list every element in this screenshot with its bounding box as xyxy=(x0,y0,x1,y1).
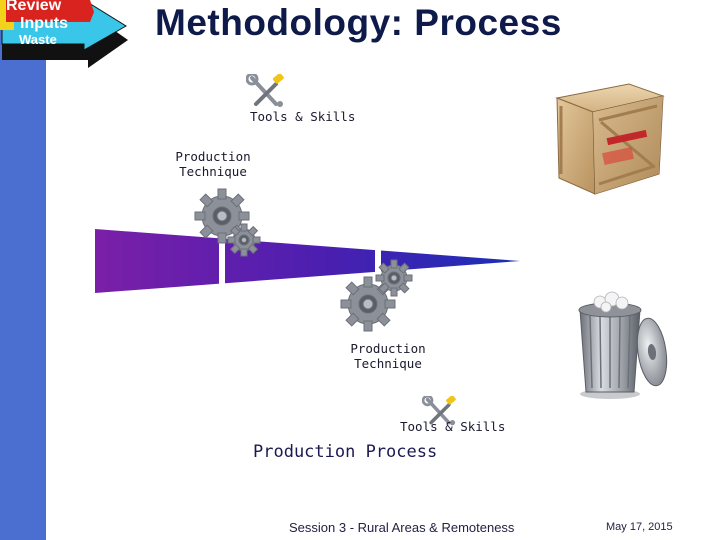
production-technique-top-line1: Production xyxy=(175,149,251,164)
review-inputs-waste-arrow-stack: Review Inputs Waste xyxy=(0,0,130,72)
tools-icon-bottom xyxy=(422,396,456,426)
tools-icon xyxy=(246,74,284,107)
gears-icon-bottom xyxy=(340,259,413,332)
inputs-label: Inputs xyxy=(20,15,68,32)
slide-title: Methodology: Process xyxy=(155,2,562,43)
production-technique-bottom-line1: Production xyxy=(350,341,426,356)
trash-can-image xyxy=(578,291,668,399)
gears-icon xyxy=(194,188,261,257)
production-technique-top-line2: Technique xyxy=(179,164,247,179)
production-technique-bottom-line2: Technique xyxy=(354,356,422,371)
stacked-arrows-icon xyxy=(0,0,128,68)
process-wedge xyxy=(95,225,520,297)
tools-skills-label-bottom: Tools & Skills xyxy=(400,419,506,434)
production-technique-label-bottom: Production Technique xyxy=(340,341,436,371)
production-technique-label-top: Production Technique xyxy=(168,149,258,179)
footer-session-text: Session 3 - Rural Areas & Remoteness xyxy=(289,520,515,535)
crate-image xyxy=(555,83,665,195)
tools-skills-label-top: Tools & Skills xyxy=(250,109,356,124)
footer-date: May 17, 2015 xyxy=(606,521,673,533)
production-process-label: Production Process xyxy=(253,442,438,462)
review-label: Review xyxy=(6,0,62,14)
waste-label: Waste xyxy=(19,32,57,47)
left-accent-bar xyxy=(0,0,46,540)
